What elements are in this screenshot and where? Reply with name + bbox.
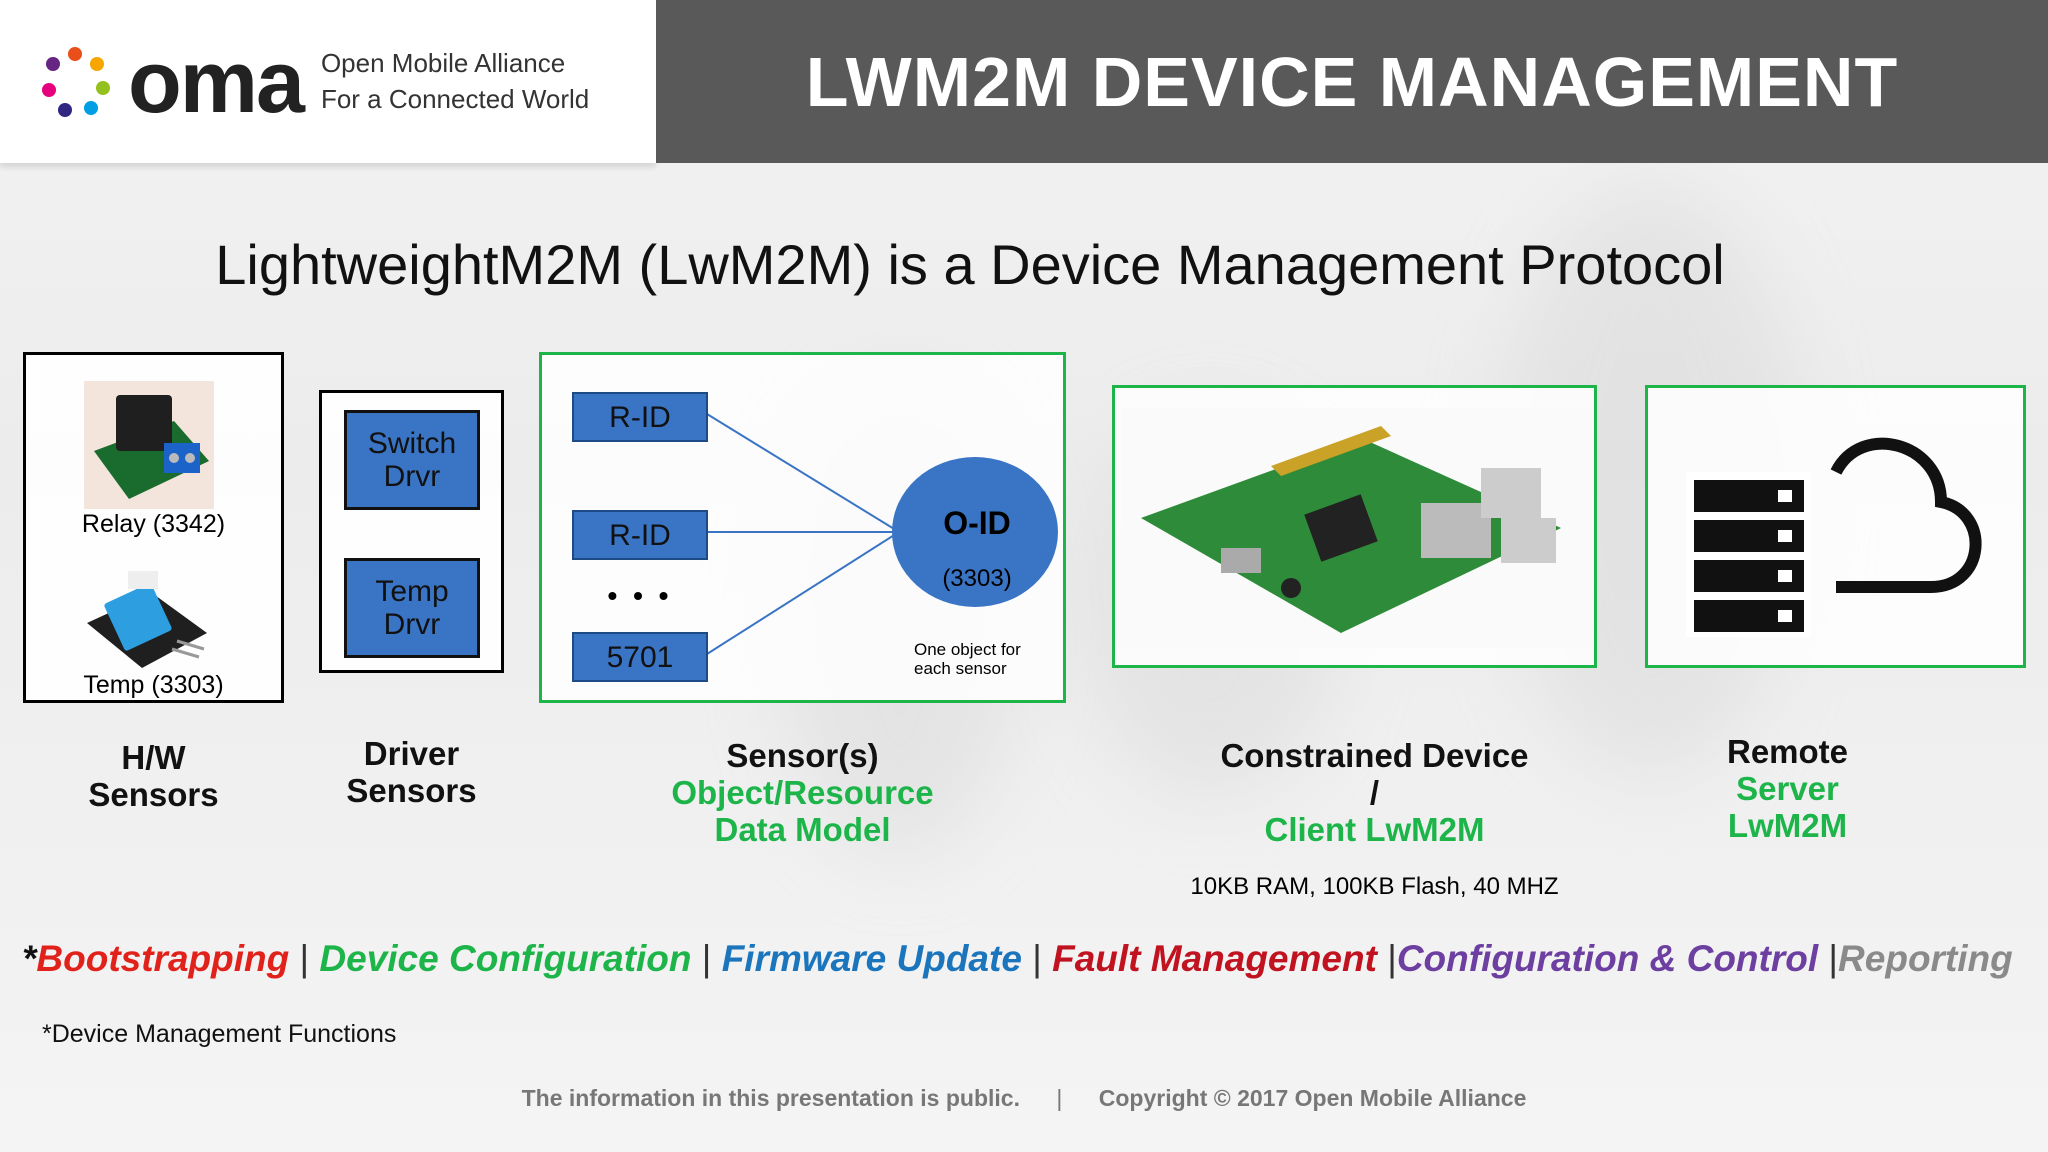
server-caption-line3: LwM2M	[1727, 806, 1848, 844]
switch-driver-line1: Switch	[367, 427, 457, 460]
function-separator: |	[1828, 938, 1839, 979]
footer-separator: |	[1056, 1085, 1063, 1111]
driver-caption-line2: Sensors	[346, 771, 477, 809]
constrained-device-box	[1112, 385, 1597, 668]
hw-sensors-caption: H/W Sensors	[23, 739, 284, 814]
device-caption-line2: /	[1369, 773, 1380, 811]
function-item: Bootstrapping	[36, 938, 290, 979]
function-item: Device Configuration	[319, 938, 692, 979]
hw-caption-line1: H/W	[121, 739, 186, 776]
functions-star: *	[22, 938, 37, 979]
device-caption-line3: Client LwM2M	[1264, 810, 1485, 848]
server-caption-line2: Server	[1736, 769, 1839, 807]
functions-footnote: *Device Management Functions	[42, 1020, 397, 1048]
temp-label: Temp (3303)	[83, 671, 224, 699]
function-item: Reporting	[1838, 938, 2013, 979]
function-separator: |	[701, 938, 712, 979]
slide-title: LWM2M DEVICE MANAGEMENT	[805, 42, 1899, 121]
object-note-line2: each sensor	[914, 658, 1007, 678]
ellipsis: • • •	[607, 580, 673, 611]
logo-tagline-line1: Open Mobile Alliance	[320, 48, 566, 79]
footer: The information in this presentation is …	[0, 1085, 2048, 1112]
server-cloud-icon	[1686, 437, 1982, 637]
sensor-caption-line3: Data Model	[714, 810, 891, 848]
sensor-caption-line1: Sensor(s)	[726, 737, 879, 774]
sensor-caption-line2: Object/Resource	[671, 773, 934, 811]
relay-label: Relay (3342)	[81, 510, 226, 538]
temp-driver-line1: Temp	[375, 575, 449, 608]
oma-logo-icon	[40, 46, 110, 117]
remote-server-caption: Remote Server LwM2M	[1645, 733, 1930, 845]
function-separator: |	[299, 938, 310, 979]
function-item: Fault Management	[1052, 938, 1377, 979]
resource-id-box: 5701	[572, 632, 708, 682]
footer-public-notice: The information in this presentation is …	[521, 1085, 1020, 1111]
driver-sensors-caption: Driver Sensors	[319, 735, 504, 810]
hw-sensors-box: Relay (3342) Temp (3303)	[23, 352, 284, 703]
server-caption-line1: Remote	[1726, 733, 1849, 770]
object-id-number: (3303)	[942, 565, 1012, 592]
raspberry-pi-board-icon	[1121, 408, 1591, 648]
sensor-object-model-box: R-ID R-ID • • • 5701 O-ID (3303) One obj…	[539, 352, 1066, 703]
logo-tagline-line2: For a Connected World	[320, 83, 590, 114]
device-management-functions-bar: *Bootstrapping | Device Configuration | …	[22, 938, 2013, 980]
slide-subtitle: LightweightM2M (LwM2M) is a Device Manag…	[215, 233, 1725, 296]
function-item: Firmware Update	[721, 938, 1022, 979]
resource-id-box: R-ID	[572, 510, 708, 560]
temp-driver-line2: Drvr	[383, 608, 441, 641]
footer-copyright: Copyright © 2017 Open Mobile Alliance	[1098, 1085, 1527, 1111]
temp-sensor-icon	[87, 571, 207, 668]
function-separator: |	[1032, 938, 1042, 979]
object-note: One object for each sensor	[914, 640, 1021, 678]
object-note-line1: One object for	[914, 640, 1021, 659]
logo-text: oma	[128, 31, 305, 131]
sensor-model-caption: Sensor(s) Object/Resource Data Model	[539, 737, 1066, 849]
header-logo-area: oma Open Mobile Alliance For a Connected…	[0, 0, 656, 163]
device-caption-line1: Constrained Device	[1220, 737, 1529, 774]
driver-caption-line1: Driver	[363, 735, 460, 772]
resource-id-box: R-ID	[572, 392, 708, 442]
header-title-bar: LWM2M DEVICE MANAGEMENT	[656, 0, 2048, 163]
remote-server-box	[1645, 385, 2026, 668]
relay-module-icon	[84, 381, 214, 509]
device-specs: 10KB RAM, 100KB Flash, 40 MHZ	[1190, 873, 1559, 900]
hw-caption-line2: Sensors	[88, 775, 219, 813]
switch-driver-line2: Drvr	[383, 460, 441, 493]
function-separator: |	[1387, 938, 1397, 979]
resource-links-diagram	[706, 413, 1058, 655]
logo-tagline: Open Mobile Alliance For a Connected Wor…	[321, 46, 589, 116]
switch-driver-box: Switch Drvr	[344, 410, 480, 510]
function-item: Configuration & Control	[1396, 938, 1819, 979]
object-id-title: O-ID	[943, 505, 1011, 541]
constrained-device-caption: Constrained Device / Client LwM2M	[1112, 737, 1637, 849]
temp-driver-box: Temp Drvr	[344, 558, 480, 658]
driver-sensors-box: Switch Drvr Temp Drvr	[319, 390, 504, 673]
